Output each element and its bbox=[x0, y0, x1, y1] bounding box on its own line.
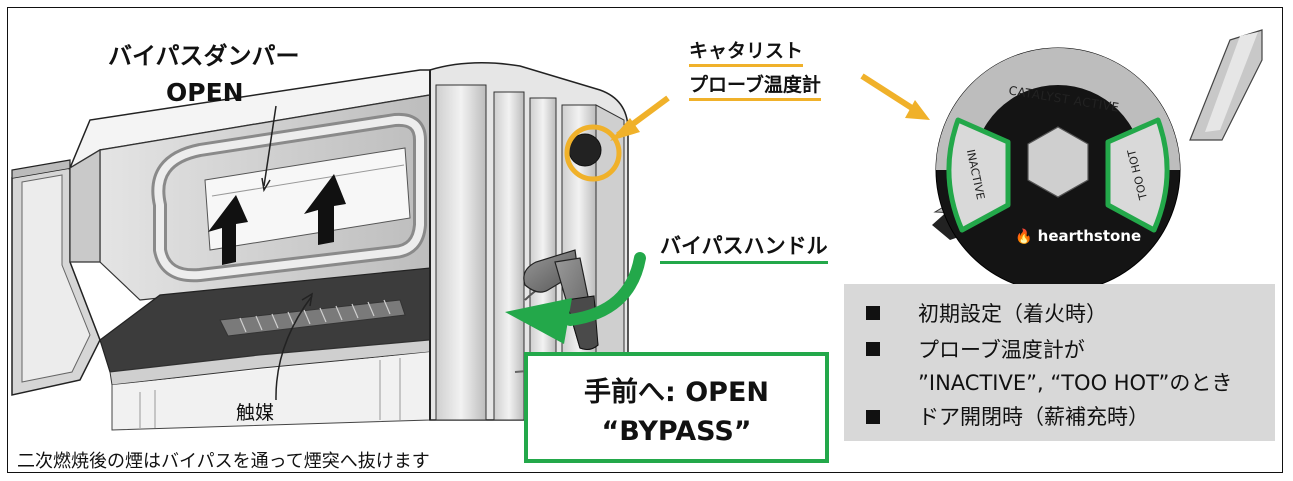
diagram-frame bbox=[7, 7, 1283, 473]
bullet-icon bbox=[866, 306, 880, 320]
handle-instruction-box: 手前へ: OPEN “BYPASS” bbox=[524, 352, 829, 463]
bullet-icon bbox=[866, 410, 880, 424]
bypass-damper bbox=[151, 112, 427, 283]
bullet-icon bbox=[866, 342, 880, 356]
stove-left-wall bbox=[11, 159, 101, 396]
condition-item: ドア開閉時（薪補充時） bbox=[918, 405, 1149, 429]
probe-highlight bbox=[564, 73, 930, 182]
bypass-damper-state: OPEN bbox=[166, 78, 244, 107]
pointer-lines bbox=[261, 105, 314, 401]
handle-instruction-line2: “BYPASS” bbox=[601, 416, 752, 447]
bypass-handle-label: バイパスハンドル bbox=[660, 230, 828, 264]
probe-gauge bbox=[932, 29, 1263, 293]
probe-label-line1: キャタリスト bbox=[689, 36, 804, 67]
flame-icon: 🔥 bbox=[1015, 229, 1033, 245]
gauge-brand-logo: 🔥 hearthstone bbox=[1015, 227, 1141, 245]
bypass-handle bbox=[514, 133, 602, 393]
smoke-note: 二次燃焼後の煙はバイパスを通って煙突へ抜けます bbox=[17, 451, 430, 472]
bypass-damper-label: バイパスダンパー bbox=[108, 42, 300, 70]
probe-label-line2: プローブ温度計 bbox=[689, 70, 821, 101]
condition-item-continued: ”INACTIVE”, “TOO HOT”のとき bbox=[918, 371, 1233, 395]
condition-item: 初期設定（着火時） bbox=[918, 302, 1107, 326]
catalyst-label: 触媒 bbox=[236, 402, 275, 424]
condition-item: プローブ温度計が bbox=[918, 338, 1085, 362]
handle-instruction-line1: 手前へ: OPEN bbox=[584, 377, 769, 408]
firebox-floor bbox=[99, 267, 431, 431]
open-direction-arrow bbox=[505, 252, 646, 344]
bypass-conditions-panel: 初期設定（着火時） プローブ温度計が ”INACTIVE”, “TOO HOT”… bbox=[844, 284, 1275, 441]
gauge-brand-text: hearthstone bbox=[1037, 227, 1142, 245]
